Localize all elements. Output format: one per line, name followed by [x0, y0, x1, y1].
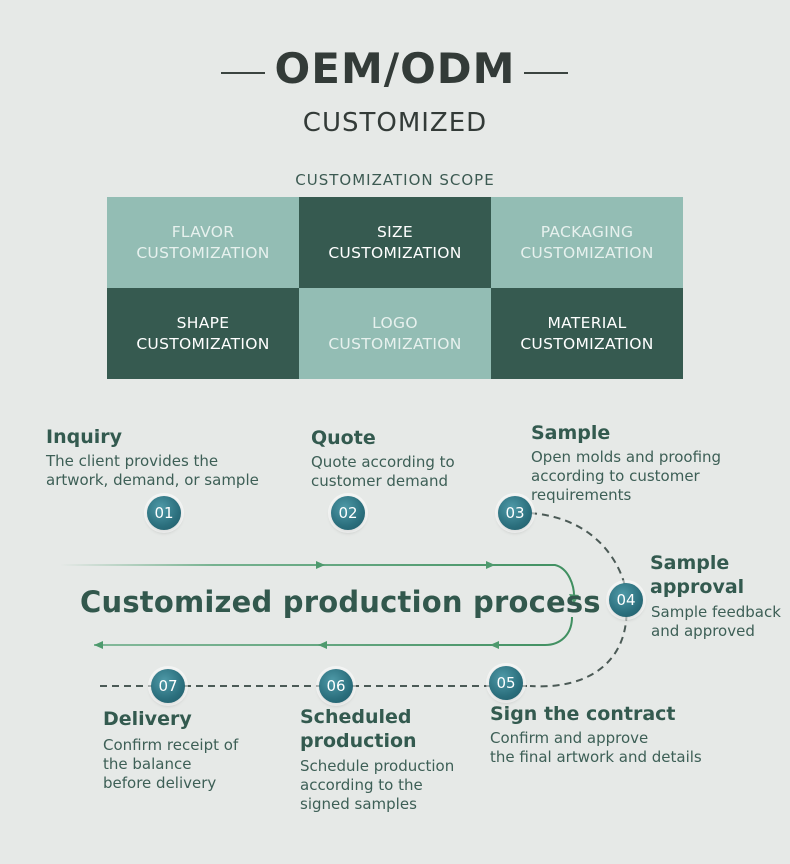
step-05-title: Sign the contract	[490, 703, 676, 725]
step-04-desc: Sample feedback and approved	[651, 603, 781, 640]
step-02-desc: Quote according to customer demand	[311, 453, 455, 490]
step-03-desc: Open molds and proofing according to cus…	[531, 448, 722, 504]
step-04-badge: 04	[609, 583, 643, 617]
page-title: OEM/ODM	[274, 44, 516, 93]
step-02-badge: 02	[331, 496, 365, 530]
step-07-badge: 07	[151, 669, 185, 703]
dashed-path-arc	[529, 512, 628, 688]
title-rule-left	[221, 72, 265, 74]
step-04-title: Sample approval	[650, 552, 745, 598]
arrowhead-bottom-2	[318, 641, 327, 649]
arrowhead-bottom-3	[94, 641, 103, 649]
step-01-desc: The client provides the artwork, demand,…	[46, 452, 259, 489]
step-06-badge: 06	[319, 669, 353, 703]
title-rule-right	[524, 72, 568, 74]
scope-cell-material: MATERIAL CUSTOMIZATION	[491, 288, 683, 379]
step-01-badge: 01	[147, 496, 181, 530]
arrowhead-top-3	[569, 594, 579, 604]
step-02-title: Quote	[311, 427, 376, 449]
scope-cell-size: SIZE CUSTOMIZATION	[299, 197, 491, 288]
step-05-desc: Confirm and approve the final artwork an…	[490, 729, 702, 766]
step-03-title: Sample	[531, 422, 611, 444]
scope-cell-packaging: PACKAGING CUSTOMIZATION	[491, 197, 683, 288]
step-05-badge: 05	[489, 666, 523, 700]
scope-cell-logo: LOGO CUSTOMIZATION	[299, 288, 491, 379]
arrowhead-top-2	[486, 561, 495, 569]
arrowhead-top-1	[316, 561, 325, 569]
arrowhead-bottom-1	[490, 641, 499, 649]
customization-scope-grid: FLAVOR CUSTOMIZATION SIZE CUSTOMIZATION …	[107, 197, 683, 379]
page-subtitle: CUSTOMIZED	[302, 108, 488, 138]
step-06-title: Scheduled production	[300, 706, 417, 752]
step-07-title: Delivery	[103, 708, 192, 730]
process-title: Customized production process	[80, 585, 601, 619]
green-arrow-bottom	[94, 616, 573, 646]
step-07-desc: Confirm receipt of the balance before de…	[103, 736, 239, 792]
step-01-title: Inquiry	[46, 426, 122, 448]
step-06-desc: Schedule production according to the sig…	[300, 757, 455, 813]
scope-label: CUSTOMIZATION SCOPE	[295, 171, 495, 189]
scope-cell-flavor: FLAVOR CUSTOMIZATION	[107, 197, 299, 288]
scope-cell-shape: SHAPE CUSTOMIZATION	[107, 288, 299, 379]
step-03-badge: 03	[498, 496, 532, 530]
